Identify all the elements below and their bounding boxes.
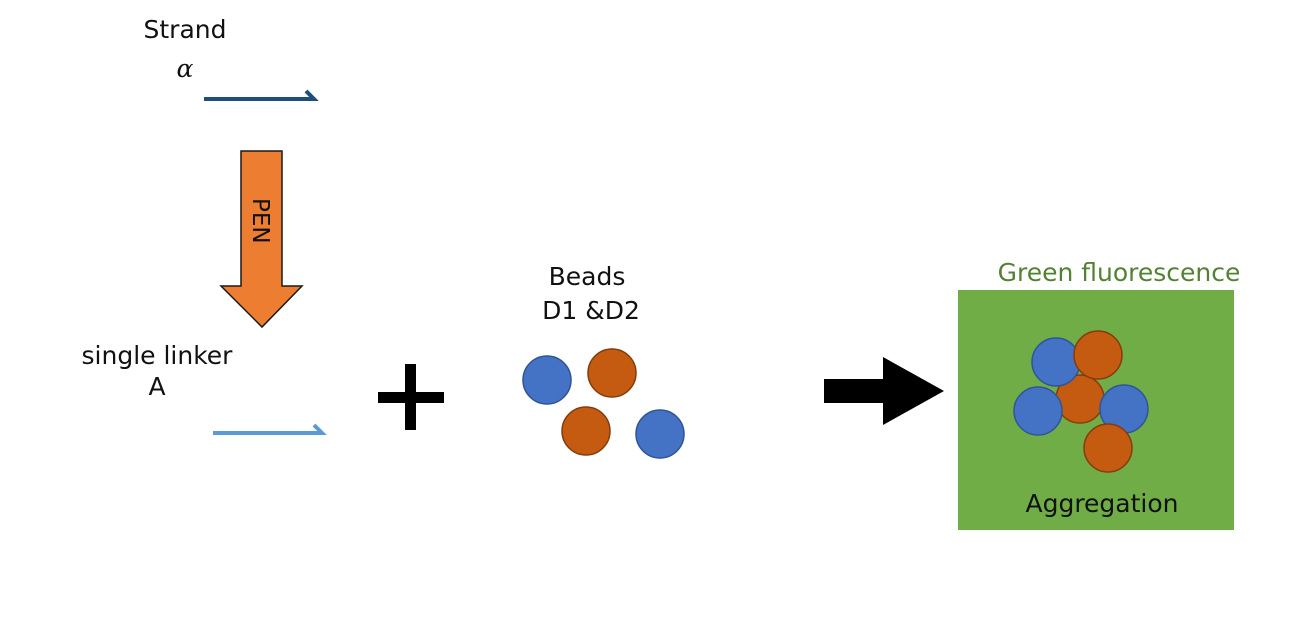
bead-blue [522,355,572,405]
result-title: Green fluorescence [998,258,1241,287]
bead-orange [561,406,611,456]
strand-label: Strand [144,15,227,44]
bead-orange [1073,330,1123,380]
beads-label-line1: Beads [549,262,626,291]
strand-alpha-arrow [204,89,319,101]
pen-label: PEN [247,198,273,244]
bead-orange [587,348,637,398]
pen-arrow [219,150,304,329]
beads-group: Beads D1 &D2 [522,262,685,459]
linker-group: single linker A [82,341,327,435]
bead-orange [1083,423,1133,473]
bead-blue [635,409,685,459]
result-group: Green fluorescence Aggregation [958,258,1240,530]
reaction-arrow [824,357,944,425]
aggregation-label: Aggregation [1025,489,1178,518]
bead-blue [1031,337,1081,387]
bead-blue [1013,386,1063,436]
pen-arrow-group: PEN [219,150,304,329]
linker-label-line2: A [148,372,165,401]
beads-label-line2: D1 &D2 [542,296,640,325]
linker-a-arrow [213,423,327,435]
strand-group: Strand α [144,15,319,101]
plus-icon [378,364,444,430]
strand-symbol: α [177,54,194,83]
linker-label-line1: single linker [82,341,234,370]
